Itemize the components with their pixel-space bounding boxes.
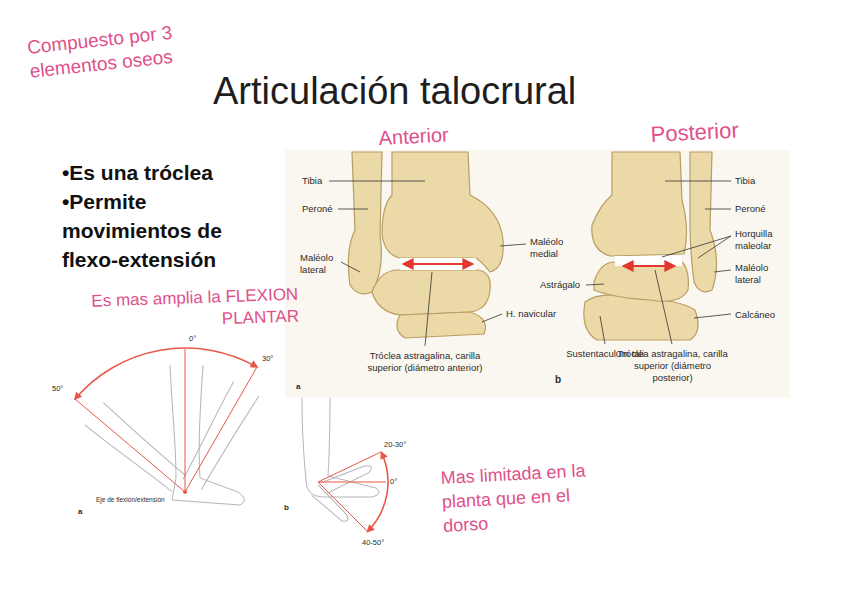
- tibia-bone: [382, 152, 503, 272]
- part-label: Maléolo lateral: [300, 252, 342, 276]
- angle-lines: [75, 348, 257, 492]
- part-label: H. navicular: [506, 308, 571, 320]
- part-label: Calcáneo: [735, 309, 785, 321]
- leg-sketches: [85, 365, 259, 505]
- handwritten-view-label: Anterior: [378, 120, 489, 150]
- angle-label: 50°: [52, 384, 74, 393]
- axis-label: Eje de flexión/extensión: [96, 496, 191, 504]
- part-label: Tibia: [735, 175, 780, 187]
- figure-letter: a: [78, 507, 88, 517]
- slide-title: Articulación talocrural: [213, 70, 576, 113]
- leg-sketch: [302, 398, 330, 480]
- leg-sketch: [170, 365, 245, 505]
- talus-bone: [372, 270, 490, 315]
- part-label: Tróclea astragalina, carilla superior (d…: [615, 348, 730, 384]
- anterior-ankle-bones: [348, 152, 503, 338]
- angle-lines: [318, 452, 388, 532]
- angle-label: 0°: [189, 334, 209, 343]
- bullet-point: •Permite movimientos de flexo-extensión: [62, 187, 257, 274]
- leader-lines: [329, 181, 731, 346]
- part-label: Tibia: [302, 175, 342, 187]
- diameter-arrow: [404, 263, 472, 265]
- part-label: Astrágalo: [540, 279, 590, 291]
- talus-bone: [594, 262, 688, 301]
- leg-sketch: [179, 382, 259, 492]
- angle-label: 30°: [262, 354, 284, 363]
- figure-letter: b: [555, 374, 567, 387]
- handwritten-note: Mas limitada en la planta que en el dors…: [440, 458, 594, 538]
- axis-point: [183, 490, 187, 494]
- angle-label: 0°: [390, 477, 410, 486]
- joint-space: [615, 256, 682, 266]
- fibula-bone: [348, 152, 382, 294]
- bullet-point: •Es una tróclea: [62, 158, 262, 187]
- angle-label: 40-50°: [362, 538, 397, 547]
- foot-sketch: [310, 485, 352, 524]
- tibia-bone: [592, 152, 687, 256]
- figure-letter: a: [296, 382, 306, 392]
- image-panel: [285, 150, 790, 398]
- handwritten-note: Es mas amplia la FLEXION PLANTAR: [26, 284, 299, 337]
- posterior-ankle-bones: [584, 152, 717, 340]
- calcaneus-bone: [584, 295, 698, 340]
- navicular-bone: [397, 312, 485, 338]
- handwritten-note: Compuesto por 3 elementos oseos: [26, 19, 195, 84]
- diameter-arrow: [624, 265, 674, 267]
- part-label: Peroné: [735, 203, 780, 215]
- angle-label: 20-30°: [384, 440, 419, 449]
- part-label: Peroné: [302, 203, 347, 215]
- handwritten-view-label: Posterior: [650, 116, 771, 148]
- part-label: Horquilla maleolar: [735, 228, 785, 252]
- part-label: Tróclea astragalina, carilla superior (d…: [365, 350, 485, 374]
- part-label: Maléolo medial: [530, 236, 578, 260]
- figure-letter: b: [284, 503, 294, 513]
- foot-sketch: [306, 476, 379, 497]
- joint-space: [400, 258, 476, 270]
- part-label: Maléolo lateral: [735, 262, 780, 286]
- fibula-bone: [690, 152, 717, 292]
